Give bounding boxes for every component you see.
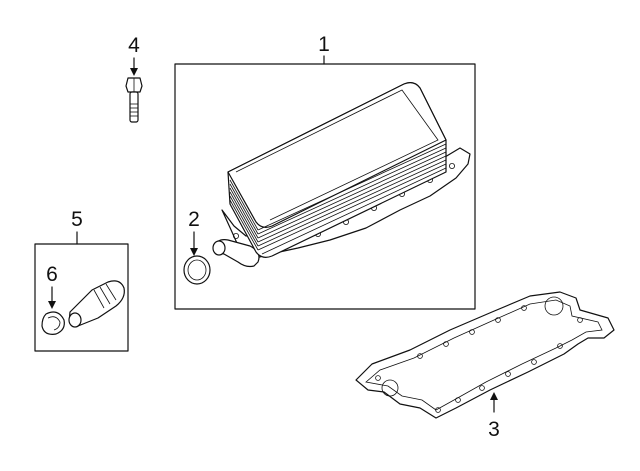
cooler-top-edge xyxy=(235,89,439,221)
callout-6-group[interactable]: 6 xyxy=(46,263,58,309)
callout-1-label: 1 xyxy=(318,33,330,56)
gasket-inner-edge xyxy=(365,299,603,411)
callout-5-group[interactable]: 5 xyxy=(34,208,129,352)
cooler-inlet-opening xyxy=(212,240,226,256)
callout-5-box xyxy=(34,243,129,352)
oil-cooler-drawing xyxy=(212,82,471,268)
clip-drawing xyxy=(41,311,65,335)
gasket-bolt-holes xyxy=(375,305,583,413)
callout-4-group[interactable]: 4 xyxy=(128,34,140,76)
callout-5-label: 5 xyxy=(71,208,83,231)
gasket-outline xyxy=(355,291,615,419)
callout-1-box xyxy=(174,63,476,310)
gasket-port-upper xyxy=(544,296,564,316)
gasket-drawing xyxy=(355,291,615,419)
callout-2-group[interactable]: 2 xyxy=(188,208,200,256)
callout-3-group[interactable]: 3 xyxy=(488,392,500,441)
callout-3-label: 3 xyxy=(488,418,500,441)
sensor-drawing xyxy=(68,280,125,328)
callout-4-label: 4 xyxy=(128,34,140,57)
callout-6-label: 6 xyxy=(46,263,58,286)
callout-1-group[interactable]: 1 xyxy=(174,33,476,310)
cooler-plug-drawing xyxy=(183,255,211,285)
cooler-top-plate xyxy=(227,82,447,228)
gasket-port-lower xyxy=(381,379,399,397)
cooler-fin-lines xyxy=(229,143,447,255)
bolt-drawing xyxy=(125,77,143,123)
callout-2-label: 2 xyxy=(188,208,200,231)
